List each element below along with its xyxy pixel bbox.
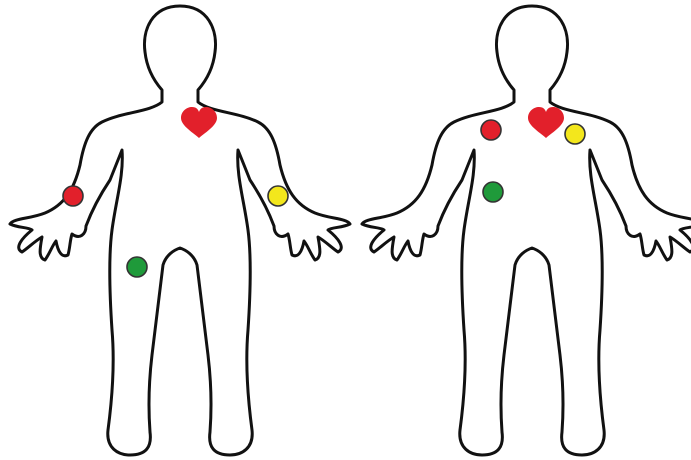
body-outline <box>10 6 350 455</box>
body-figure-left <box>10 6 350 455</box>
electrode-dot-left-forearm <box>268 186 288 206</box>
electrode-dot-left-upper-chest <box>565 124 585 144</box>
body-figure-right <box>362 6 691 455</box>
body-outline <box>362 6 691 455</box>
electrode-dot-right-upper-chest <box>481 120 501 140</box>
electrode-dot-right-thigh <box>127 257 147 277</box>
electrode-dot-right-forearm <box>63 186 83 206</box>
electrode-dot-right-lower-chest <box>483 182 503 202</box>
